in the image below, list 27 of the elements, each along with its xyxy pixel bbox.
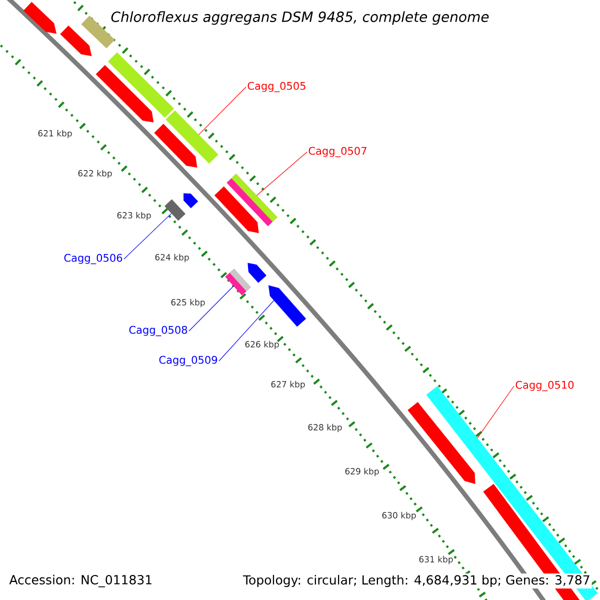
gene-bar [226, 174, 278, 226]
gene-block [268, 285, 306, 327]
gene-label: Cagg_0509 [159, 356, 218, 366]
gene-label: Cagg_0505 [248, 82, 306, 92]
leader-line [477, 386, 514, 438]
gene-label: Cagg_0507 [308, 146, 366, 158]
genome-info-text: Topology: circular; Length: 4,684,931 bp; Genes: 3,787 [241, 573, 592, 589]
scale-label: 631 kbp [419, 556, 453, 564]
gene-label: Cagg_0508 [129, 326, 188, 336]
gene-bar [225, 268, 251, 296]
leader-line [218, 300, 274, 362]
leader-line [256, 152, 308, 196]
scale-label: 629 kbp [345, 468, 379, 476]
gene-bar [166, 110, 218, 164]
accession-text: Accession: NC_011831 [9, 574, 152, 588]
gene-label: Cagg_0510 [516, 380, 574, 392]
leader-line [198, 86, 246, 135]
leader-line [188, 286, 234, 332]
leader-line [124, 213, 172, 260]
gene-bar [164, 199, 186, 221]
scale-label: 627 kbp [271, 380, 305, 390]
scale-label: 622 kbp [78, 170, 112, 178]
scale-label: 628 kbp [308, 424, 342, 432]
scale-label: 621 kbp [38, 130, 72, 138]
scale-label: 624 kbp [155, 254, 189, 262]
title: Chloroflexus aggregans DSM 9485, complete genome [111, 11, 489, 25]
gene-label: Cagg_0506 [64, 254, 122, 264]
